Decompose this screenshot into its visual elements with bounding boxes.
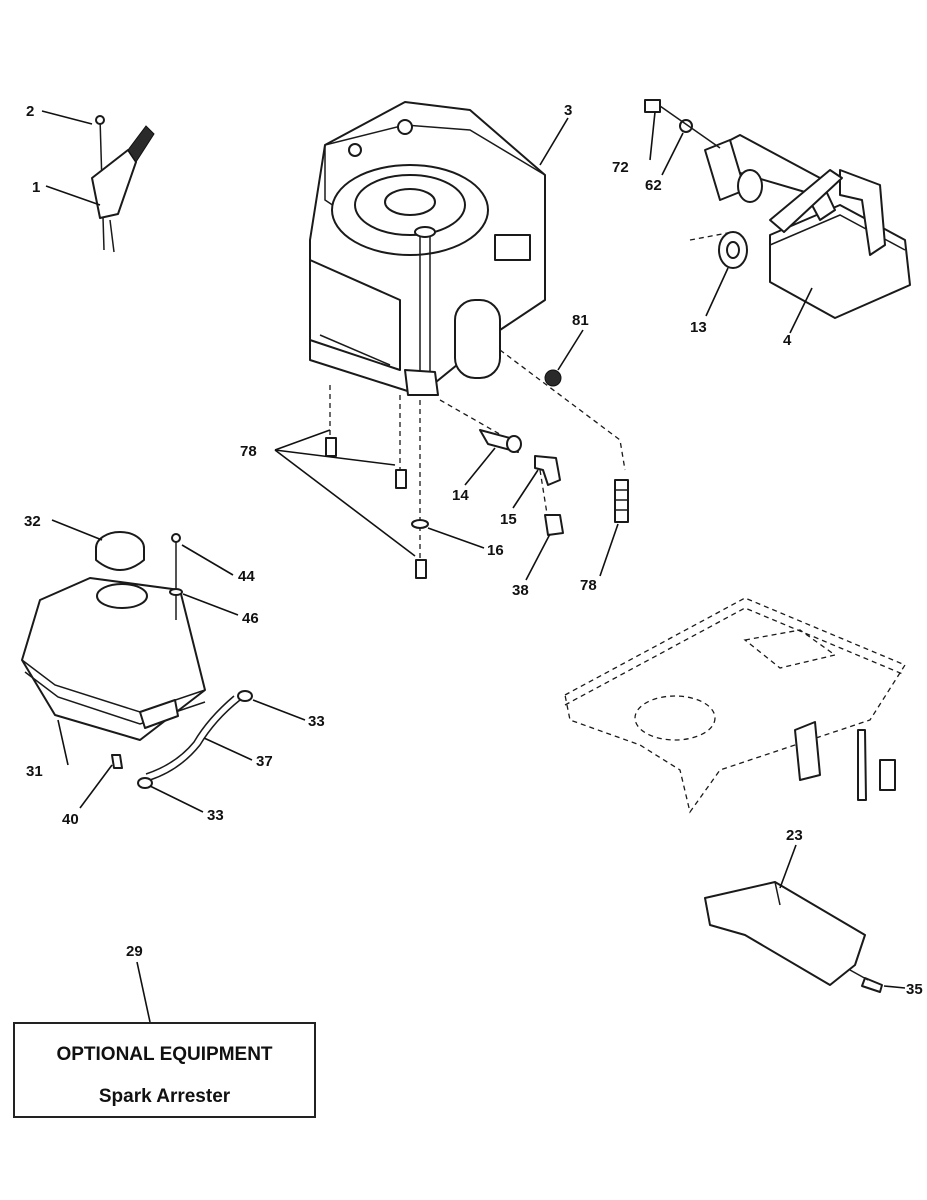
callout-16: 16 bbox=[487, 542, 504, 559]
bracket-part bbox=[704, 881, 883, 993]
callout-33-top: 33 bbox=[308, 713, 325, 730]
callout-1: 1 bbox=[32, 179, 40, 196]
callout-81: 81 bbox=[572, 312, 589, 329]
fuel-fittings bbox=[479, 369, 629, 536]
callout-15: 15 bbox=[500, 511, 517, 528]
callout-46: 46 bbox=[242, 610, 259, 627]
optional-equipment-title: OPTIONAL EQUIPMENT bbox=[56, 1044, 273, 1065]
optional-equipment-box: OPTIONAL EQUIPMENT Spark Arrester bbox=[13, 1022, 316, 1118]
callout-31: 31 bbox=[26, 763, 43, 780]
leader-lines bbox=[41, 110, 906, 1023]
callout-33-bottom: 33 bbox=[207, 807, 224, 824]
callout-3: 3 bbox=[564, 102, 572, 119]
spark-arrester-label: Spark Arrester bbox=[98, 1086, 231, 1107]
callout-32: 32 bbox=[24, 513, 41, 530]
engine-bolts bbox=[325, 437, 429, 579]
fuel-line-part bbox=[111, 690, 253, 789]
callout-40: 40 bbox=[62, 811, 79, 828]
engine-part bbox=[309, 101, 546, 396]
callout-38: 38 bbox=[512, 582, 529, 599]
callout-72: 72 bbox=[612, 159, 629, 176]
muffler-part bbox=[644, 99, 911, 319]
callout-23: 23 bbox=[786, 827, 803, 844]
throttle-control-part bbox=[91, 115, 155, 253]
callout-37: 37 bbox=[256, 753, 273, 770]
callout-4: 4 bbox=[783, 332, 792, 349]
callout-29: 29 bbox=[126, 943, 143, 960]
fuel-tank-part bbox=[21, 531, 206, 741]
callout-62: 62 bbox=[645, 177, 662, 194]
callout-44: 44 bbox=[238, 568, 255, 585]
callout-78-right: 78 bbox=[580, 577, 597, 594]
callout-13: 13 bbox=[690, 319, 707, 336]
callout-2: 2 bbox=[26, 103, 34, 120]
callout-78-left: 78 bbox=[240, 443, 257, 460]
callout-14: 14 bbox=[452, 487, 469, 504]
callout-35: 35 bbox=[906, 981, 923, 998]
engine-mounting-plate bbox=[564, 597, 906, 814]
callout-labels: 2 1 3 72 62 13 4 81 78 14 15 16 38 78 32… bbox=[24, 102, 923, 998]
